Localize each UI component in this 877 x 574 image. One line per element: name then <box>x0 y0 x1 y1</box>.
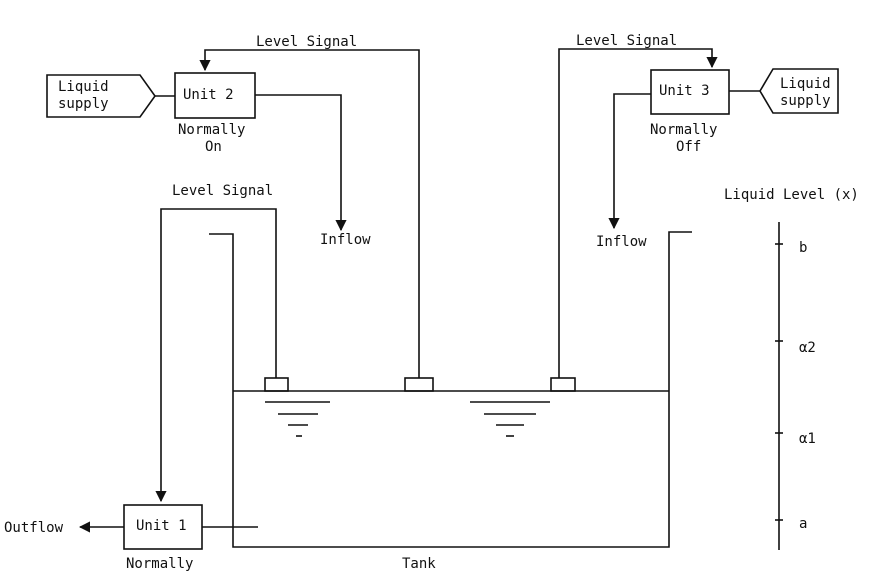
inflow-label-right: Inflow <box>596 234 647 250</box>
level-mark-alpha2: α2 <box>799 340 816 356</box>
liquid-supply-right-line2: supply <box>780 93 831 109</box>
level-mark-alpha1: α1 <box>799 431 816 447</box>
tank-label: Tank <box>402 556 436 572</box>
inflow-line-left <box>255 94 347 232</box>
unit-1-mode: Normally <box>126 556 193 572</box>
level-sensor-2 <box>404 377 434 392</box>
level-mark-a: a <box>799 516 807 532</box>
level-signal-label-top-right: Level Signal <box>576 33 677 49</box>
unit-2-mode-line1: Normally <box>178 122 245 138</box>
unit-1-label: Unit 1 <box>136 518 187 534</box>
unit-3-label: Unit 3 <box>659 83 710 99</box>
level-sensor-1 <box>264 377 289 392</box>
unit-2-label: Unit 2 <box>183 87 234 103</box>
unit-3-box <box>650 69 730 115</box>
liquid-supply-left <box>46 74 156 118</box>
level-mark-b: b <box>799 240 807 256</box>
liquid-supply-left-line1: Liquid <box>58 79 109 95</box>
inflow-line-right <box>608 93 651 230</box>
water-level-symbol-right <box>470 401 550 437</box>
level-signal-label-left: Level Signal <box>172 183 273 199</box>
unit-3-mode-line1: Normally <box>650 122 717 138</box>
level-signal-line-unit2 <box>199 49 420 378</box>
liquid-supply-left-line2: supply <box>58 96 109 112</box>
level-signal-line-unit3 <box>558 48 718 378</box>
unit-1-box <box>123 504 203 550</box>
inflow-label-left: Inflow <box>320 232 371 248</box>
water-level-symbol-left <box>265 401 330 437</box>
level-signal-line-unit1 <box>155 208 277 503</box>
unit-2-mode-line2: On <box>205 139 222 155</box>
outflow-label: Outflow <box>4 520 64 536</box>
liquid-supply-right-line1: Liquid <box>780 76 831 92</box>
unit-3-mode-line2: Off <box>676 139 701 155</box>
level-axis-title: Liquid Level (x) <box>724 187 859 203</box>
level-sensor-3 <box>550 377 576 392</box>
level-signal-label-top-left: Level Signal <box>256 34 357 50</box>
liquid-supply-right <box>759 68 839 114</box>
tank <box>202 231 692 548</box>
